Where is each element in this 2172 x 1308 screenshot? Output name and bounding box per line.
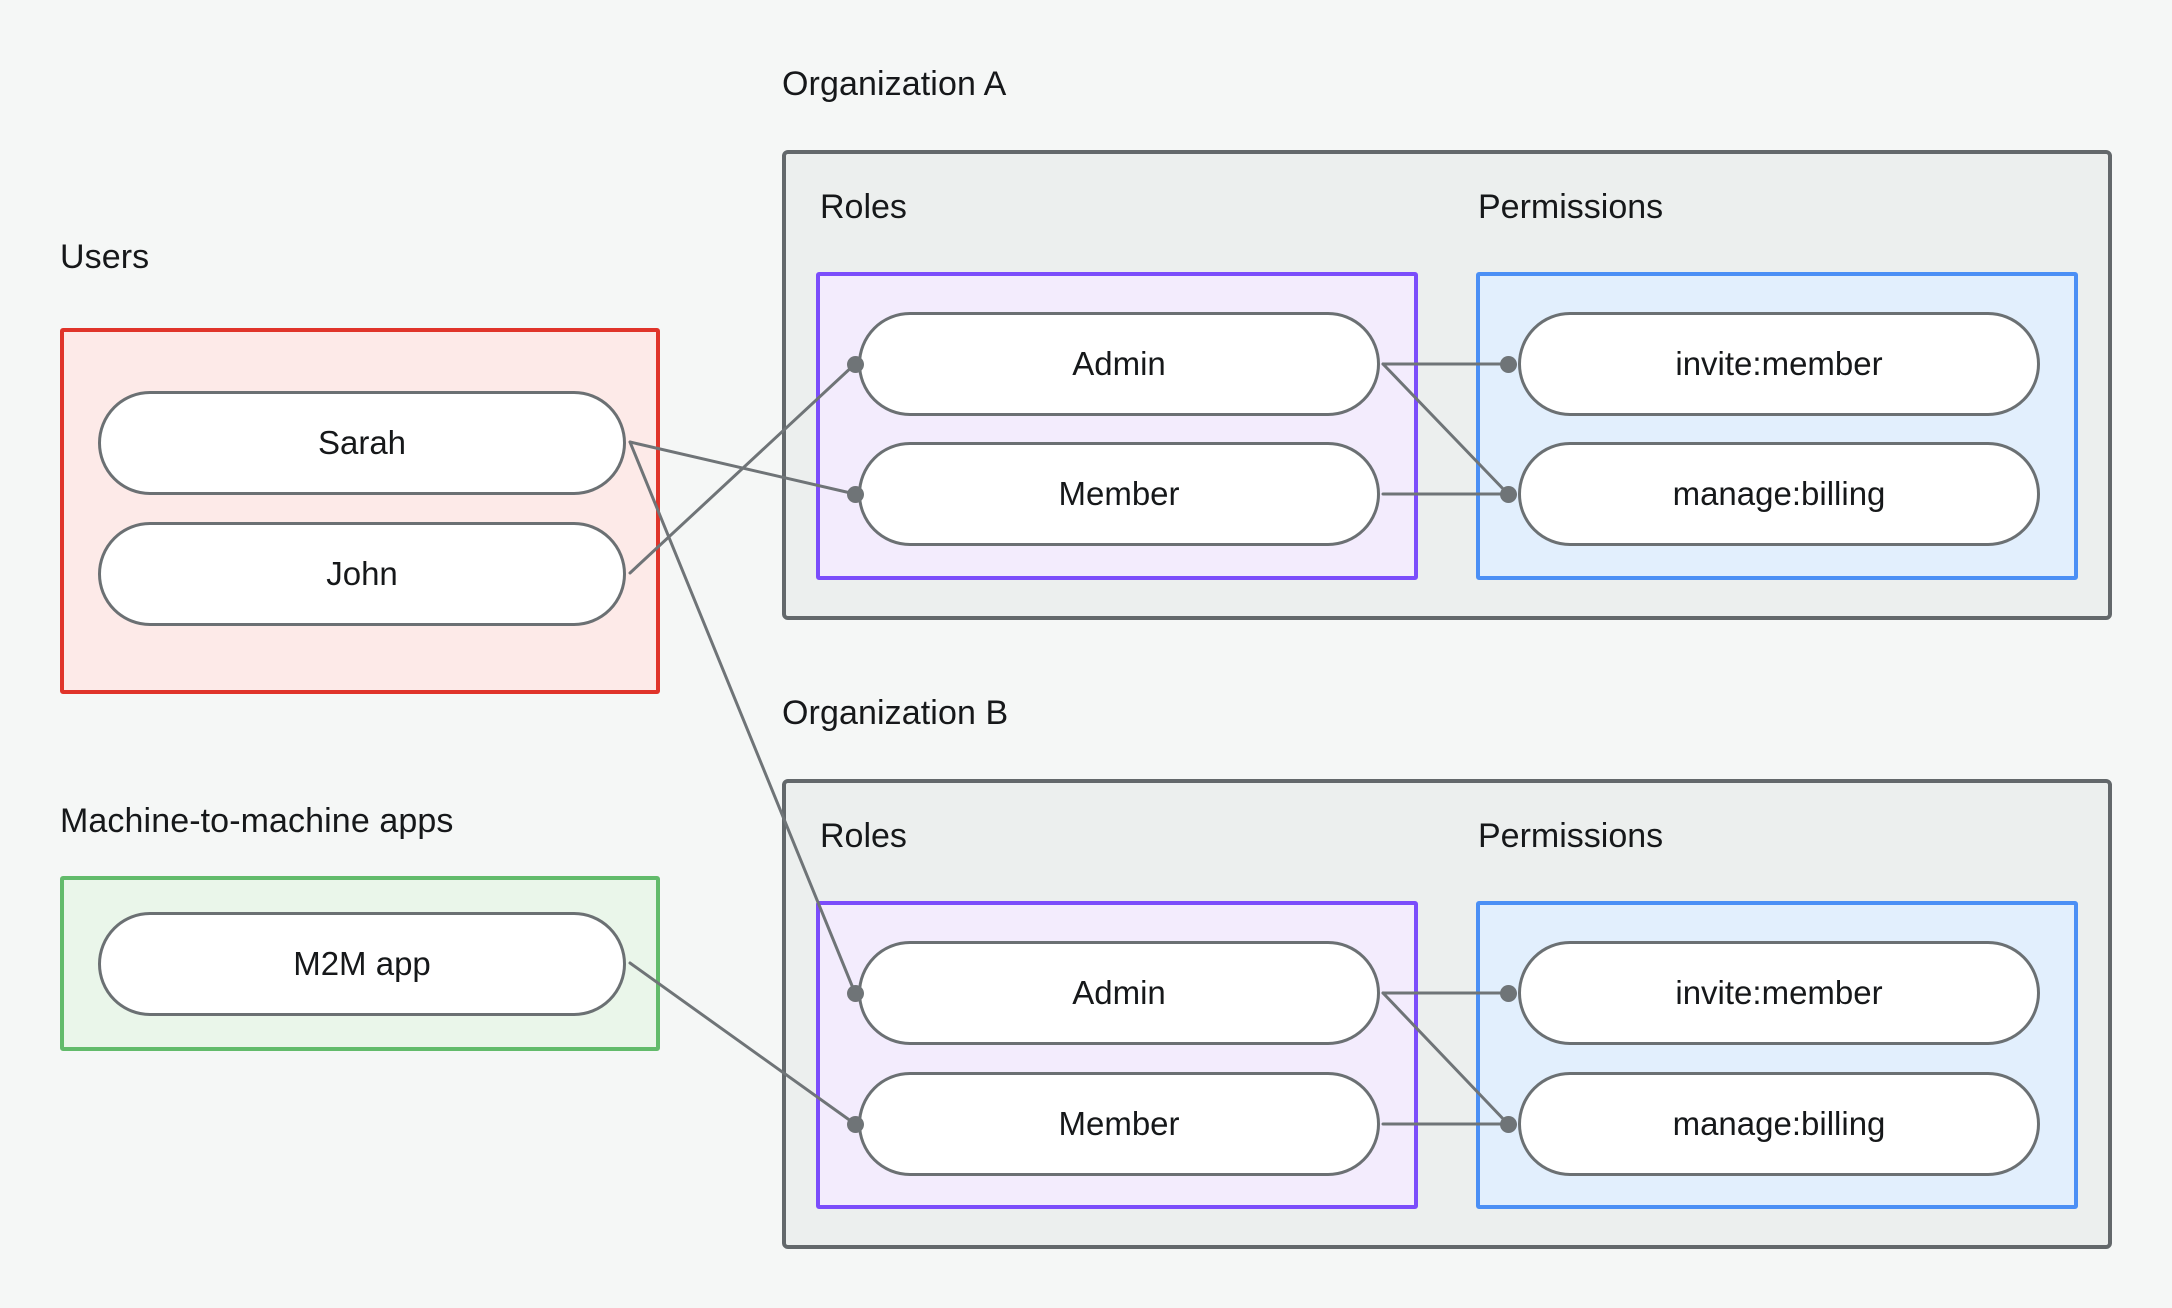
dot-org-b-member-in	[847, 1116, 864, 1133]
m2m-pill-app[interactable]: M2M app	[98, 912, 626, 1016]
org-a-role-pill-admin[interactable]: Admin	[858, 312, 1380, 416]
org-a-role-pill-member-label: Member	[1058, 475, 1180, 512]
users-group-box	[60, 328, 660, 694]
org-b-role-pill-admin-label: Admin	[1072, 974, 1166, 1011]
org-b-label: Organization B	[782, 694, 1009, 732]
dot-org-a-admin-in	[847, 356, 864, 373]
org-b-role-pill-member-label: Member	[1058, 1105, 1180, 1142]
users-group-label: Users	[60, 238, 150, 276]
org-b-permission-pill-invite[interactable]: invite:member	[1518, 941, 2040, 1045]
org-a-role-pill-member[interactable]: Member	[858, 442, 1380, 546]
dot-org-a-member-in	[847, 486, 864, 503]
user-pill-sarah-label: Sarah	[317, 424, 407, 461]
org-a-roles-caption: Roles	[820, 188, 907, 226]
user-pill-john[interactable]: John	[98, 522, 626, 626]
dot-org-a-billing-in	[1500, 486, 1517, 503]
org-b-role-pill-admin[interactable]: Admin	[858, 941, 1380, 1045]
org-b-role-pill-member[interactable]: Member	[858, 1072, 1380, 1176]
m2m-group-label: Machine-to-machine apps	[60, 802, 454, 840]
dot-org-b-admin-in	[847, 985, 864, 1002]
org-a-permissions-caption: Permissions	[1478, 188, 1664, 226]
dot-org-a-invite-in	[1500, 356, 1517, 373]
org-a-permission-pill-invite[interactable]: invite:member	[1518, 312, 2040, 416]
org-a-permission-pill-billing[interactable]: manage:billing	[1518, 442, 2040, 546]
org-b-permissions-caption: Permissions	[1478, 817, 1664, 855]
dot-org-b-invite-in	[1500, 985, 1517, 1002]
m2m-pill-app-label: M2M app	[293, 945, 431, 982]
org-b-permission-pill-billing-label: manage:billing	[1672, 1105, 1886, 1142]
org-b-permission-pill-billing[interactable]: manage:billing	[1518, 1072, 2040, 1176]
org-a-label: Organization A	[782, 65, 1007, 103]
org-a-permission-pill-billing-label: manage:billing	[1672, 475, 1886, 512]
org-a-permission-pill-invite-label: invite:member	[1675, 345, 1883, 382]
org-a-role-pill-admin-label: Admin	[1072, 345, 1166, 382]
user-pill-sarah[interactable]: Sarah	[98, 391, 626, 495]
dot-org-b-billing-in	[1500, 1116, 1517, 1133]
org-b-permission-pill-invite-label: invite:member	[1675, 974, 1883, 1011]
org-b-roles-caption: Roles	[820, 817, 907, 855]
user-pill-john-label: John	[326, 555, 398, 592]
